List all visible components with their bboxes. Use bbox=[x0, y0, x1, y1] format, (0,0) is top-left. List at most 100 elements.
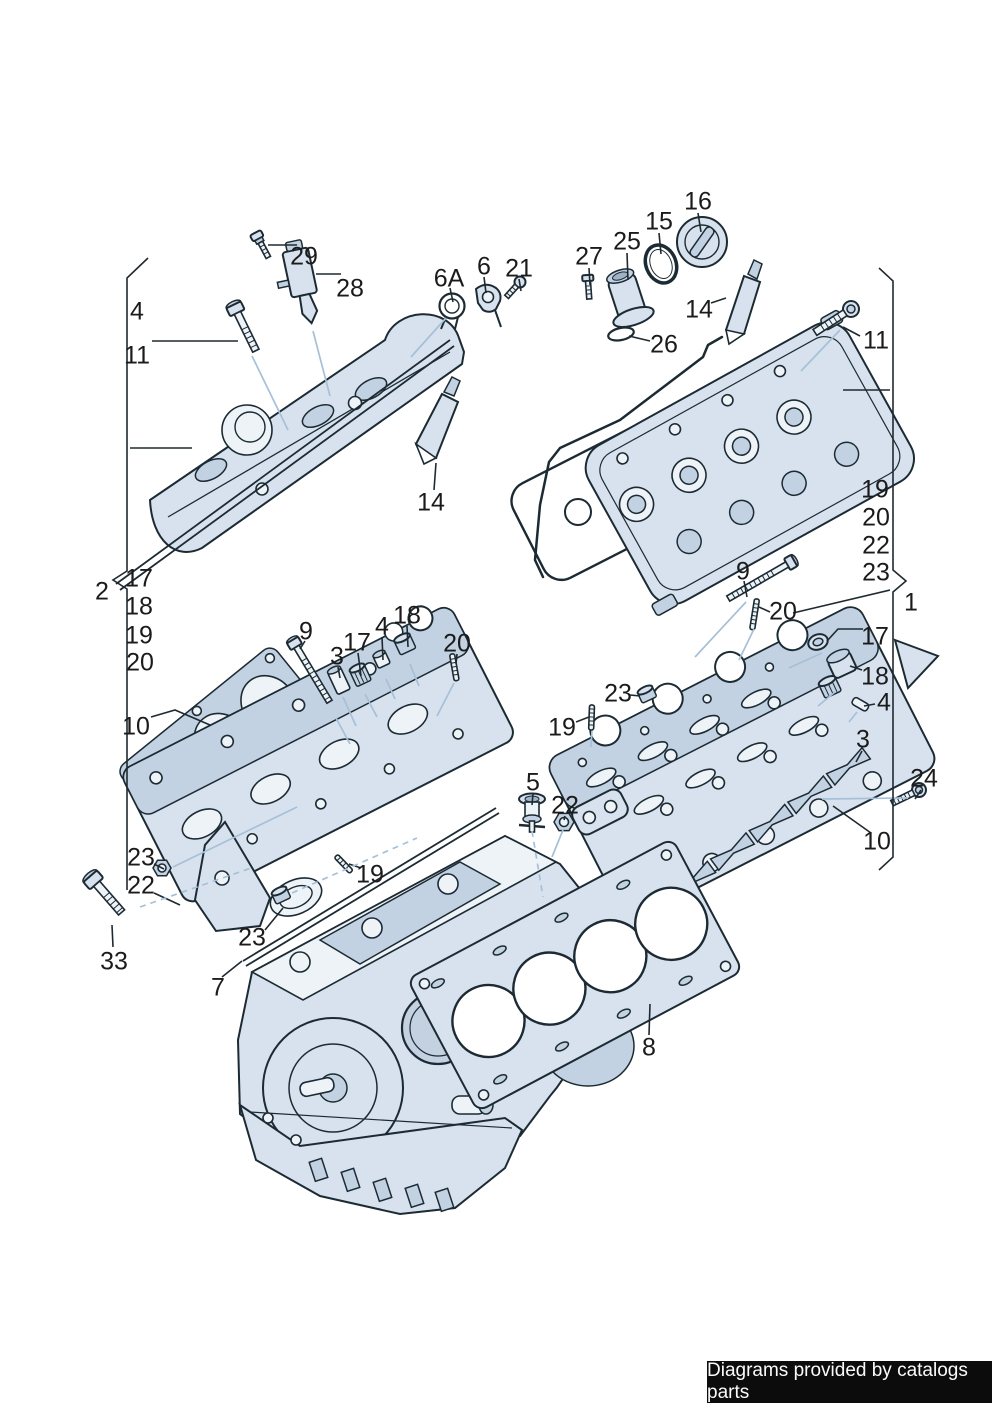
part-label-22[interactable]: 22 bbox=[551, 791, 579, 820]
bracket-6 bbox=[474, 283, 502, 328]
part-label-22[interactable]: 22 bbox=[862, 531, 890, 560]
leader-line bbox=[221, 960, 243, 978]
part-label-28[interactable]: 28 bbox=[336, 274, 364, 303]
sealant-tube-14-left bbox=[414, 376, 461, 466]
leader-line bbox=[381, 636, 384, 661]
leader-line bbox=[588, 267, 591, 286]
part-label-19[interactable]: 19 bbox=[125, 621, 153, 650]
part-label-15[interactable]: 15 bbox=[645, 207, 673, 236]
part-label-8[interactable]: 8 bbox=[642, 1033, 656, 1062]
cap-23-left2 bbox=[270, 885, 291, 905]
part-label-23[interactable]: 23 bbox=[127, 843, 155, 872]
leader-line bbox=[817, 691, 836, 707]
part-label-33[interactable]: 33 bbox=[100, 947, 128, 976]
left-cover-gasket-rail bbox=[115, 339, 455, 591]
part-label-2[interactable]: 2 bbox=[95, 577, 109, 606]
leader-line bbox=[410, 317, 447, 358]
right-head-cover bbox=[584, 309, 915, 616]
head-gasket-8 bbox=[409, 840, 741, 1110]
part-label-11[interactable]: 11 bbox=[124, 341, 150, 370]
part-label-23[interactable]: 23 bbox=[862, 558, 890, 587]
leader-line bbox=[710, 297, 727, 304]
part-label-18[interactable]: 18 bbox=[393, 601, 421, 630]
cover-boss bbox=[221, 404, 273, 456]
part-label-19[interactable]: 19 bbox=[548, 713, 576, 742]
bolt-33 bbox=[82, 868, 126, 917]
part-label-24[interactable]: 24 bbox=[910, 764, 938, 793]
breather-pipe bbox=[533, 335, 724, 579]
part-label-17[interactable]: 17 bbox=[861, 622, 889, 651]
leader-line bbox=[849, 665, 863, 671]
leader-line bbox=[800, 329, 841, 372]
part-label-18[interactable]: 18 bbox=[125, 592, 153, 621]
pin-4-right bbox=[851, 696, 870, 712]
right-head-lug bbox=[571, 788, 629, 836]
leader-line bbox=[821, 797, 909, 800]
right-cover-gasket-ring bbox=[564, 498, 592, 526]
screw-24 bbox=[889, 782, 927, 807]
part-label-1[interactable]: 1 bbox=[904, 588, 918, 617]
part-label-23[interactable]: 23 bbox=[604, 679, 632, 708]
leader-line bbox=[483, 276, 487, 294]
part-label-19[interactable]: 19 bbox=[356, 860, 384, 889]
leader-line bbox=[648, 1003, 651, 1036]
part-label-6[interactable]: 6 bbox=[477, 252, 491, 281]
left-valve-cover bbox=[148, 313, 466, 553]
leader-line bbox=[792, 589, 891, 614]
leader-line bbox=[855, 750, 863, 763]
part-label-6A[interactable]: 6A bbox=[433, 264, 465, 293]
part-label-4[interactable]: 4 bbox=[877, 688, 891, 717]
leader-line bbox=[436, 682, 455, 717]
part-label-26[interactable]: 26 bbox=[650, 330, 678, 359]
part-label-23[interactable]: 23 bbox=[238, 923, 266, 952]
leader-line bbox=[364, 693, 378, 718]
part-label-21[interactable]: 21 bbox=[505, 254, 533, 283]
part-label-5[interactable]: 5 bbox=[526, 768, 540, 797]
part-label-14[interactable]: 14 bbox=[685, 295, 713, 324]
part-label-4[interactable]: 4 bbox=[130, 297, 144, 326]
leader-line bbox=[626, 252, 629, 281]
part-label-22[interactable]: 22 bbox=[127, 871, 155, 900]
leader-line bbox=[788, 652, 823, 669]
part-label-4[interactable]: 4 bbox=[375, 612, 389, 641]
part-label-10[interactable]: 10 bbox=[863, 827, 891, 856]
part-label-20[interactable]: 20 bbox=[443, 629, 471, 658]
part-label-9[interactable]: 9 bbox=[299, 617, 313, 646]
part-label-19[interactable]: 19 bbox=[861, 475, 889, 504]
leader-line bbox=[251, 355, 289, 431]
part-label-29[interactable]: 29 bbox=[290, 242, 318, 271]
part-label-20[interactable]: 20 bbox=[862, 503, 890, 532]
part-label-25[interactable]: 25 bbox=[613, 227, 641, 256]
part-label-3[interactable]: 3 bbox=[856, 725, 870, 754]
part-label-9[interactable]: 9 bbox=[736, 557, 750, 586]
leader-line bbox=[914, 789, 922, 800]
block-seal-rail bbox=[242, 807, 500, 967]
part-label-14[interactable]: 14 bbox=[417, 488, 445, 517]
stud-19-left bbox=[334, 854, 354, 874]
leader-line bbox=[357, 652, 362, 677]
leader-line bbox=[758, 606, 771, 613]
stud-9-right bbox=[725, 553, 799, 603]
part-label-17[interactable]: 17 bbox=[343, 628, 371, 657]
leader-line bbox=[658, 232, 662, 255]
leader-line bbox=[575, 716, 590, 723]
o-ring-26 bbox=[607, 326, 635, 342]
part-label-16[interactable]: 16 bbox=[684, 187, 712, 216]
part-label-11[interactable]: 11 bbox=[863, 326, 889, 355]
leader-line bbox=[590, 730, 593, 748]
leader-line bbox=[172, 806, 298, 868]
part-label-17[interactable]: 17 bbox=[125, 564, 153, 593]
leader-line bbox=[299, 640, 306, 650]
part-label-20[interactable]: 20 bbox=[769, 597, 797, 626]
screw-21 bbox=[503, 275, 527, 300]
cap-18-left bbox=[393, 632, 417, 656]
valve-5 bbox=[518, 792, 546, 833]
part-label-18[interactable]: 18 bbox=[861, 662, 889, 691]
part-label-10[interactable]: 10 bbox=[122, 712, 150, 741]
part-label-27[interactable]: 27 bbox=[575, 242, 603, 271]
part-label-3[interactable]: 3 bbox=[330, 642, 344, 671]
part-label-7[interactable]: 7 bbox=[211, 973, 225, 1002]
part-label-20[interactable]: 20 bbox=[126, 648, 154, 677]
plug-3-left bbox=[326, 665, 351, 695]
